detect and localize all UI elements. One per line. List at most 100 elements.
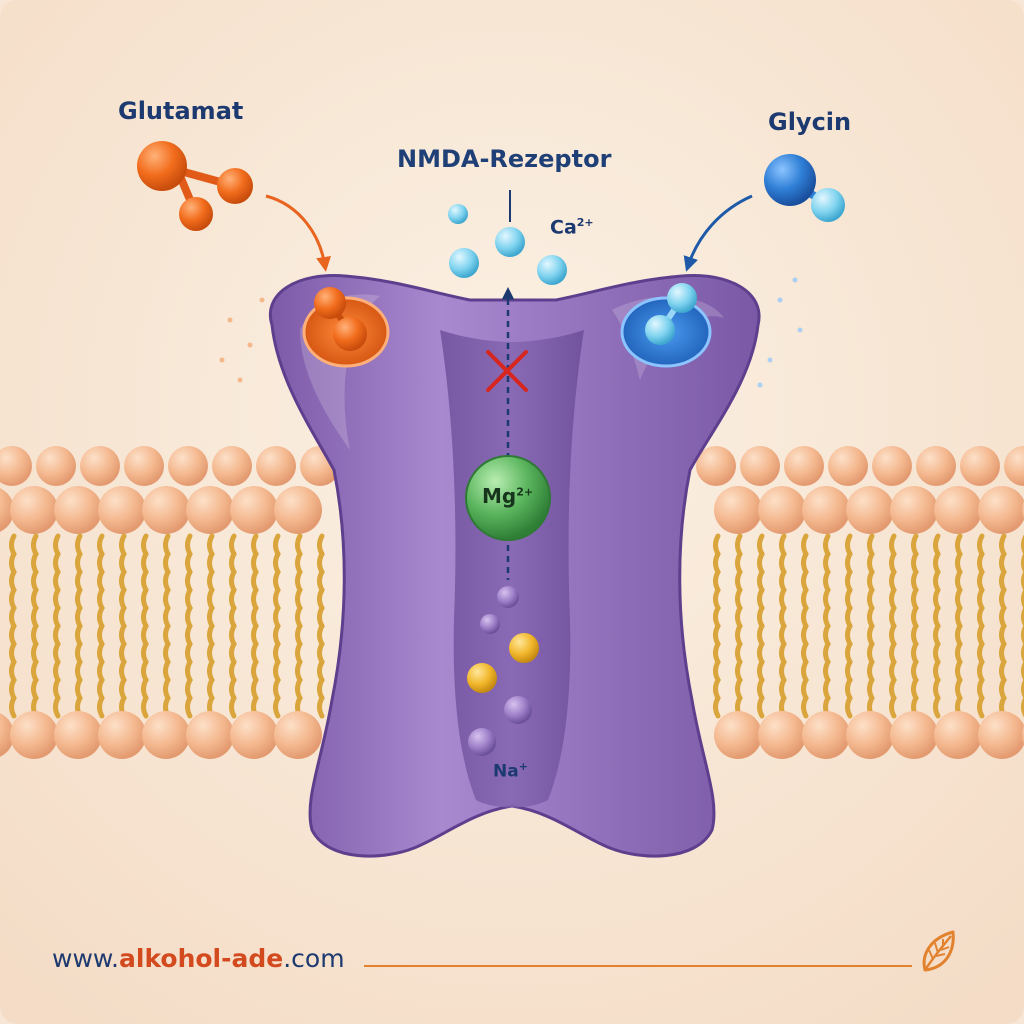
lipid-head [872,446,912,486]
lipid-tail [867,533,875,719]
sparkle-dot [757,382,763,388]
lipid-head [846,486,894,534]
lipid-head [54,711,102,759]
lipid-head [714,711,762,759]
lipid-tail [207,533,215,719]
lipid-head [916,446,956,486]
sodium-charge: + [518,760,528,773]
lipid-head [230,711,278,759]
lipid-head [890,486,938,534]
lipid-tail [163,533,171,719]
sparkle-dot [247,342,253,348]
lipid-head [784,446,824,486]
magnesium-label: Mg2+ [482,484,533,508]
sparkle-dot [777,297,783,303]
lipid-tail [977,533,985,719]
calcium-symbol: Ca [550,216,577,239]
lipid-tail [757,533,765,719]
lipid-tail [801,533,809,719]
sodium-symbol: Na [493,761,519,782]
url-prefix: www. [52,944,119,973]
lipid-tail [31,533,39,719]
calcium-label: Ca2+ [550,216,594,238]
lipid-head [978,486,1024,534]
lipid-head [714,486,762,534]
lipid-tail [97,533,105,719]
lipid-bilayer [0,446,1024,759]
sparkle-dot [219,357,225,363]
lipid-head [758,711,806,759]
sodium-ions [467,586,539,756]
calcium-charge: 2+ [576,216,594,229]
lipid-head [36,446,76,486]
lipid-head [124,446,164,486]
lipid-head [0,713,14,757]
lipid-head [828,446,868,486]
glutamate-binding-arrow [265,194,331,272]
lipid-head [758,486,806,534]
sparkle-dot [237,377,243,383]
glycine-binding-arrow [683,194,753,272]
magnesium-symbol: Mg [482,484,517,508]
lipid-head [10,486,58,534]
bound-glutamate-molecule [314,287,367,351]
lipid-tail [999,533,1007,719]
lipid-tail [273,533,281,719]
calcium-ions [448,204,567,285]
lipid-head [0,488,14,532]
lipid-head [802,711,850,759]
lipid-head [54,486,102,534]
lipid-head [1004,446,1024,486]
lipid-tail [735,533,743,719]
lipid-head [802,486,850,534]
lipid-head [274,486,322,534]
lipid-head [98,711,146,759]
lipid-head [10,711,58,759]
lipid-tail [911,533,919,719]
leaf-icon [922,930,955,972]
lipid-head [142,711,190,759]
magnesium-ion [465,455,551,541]
glycine-label: Glycin [768,108,852,136]
lipid-tail [75,533,83,719]
glycine-molecule [764,154,845,222]
lipid-tail [317,533,325,719]
lipid-head [890,711,938,759]
lipid-head [256,446,296,486]
receptor-channel [440,330,584,808]
lipid-tail [823,533,831,719]
lipid-tail [779,533,787,719]
footer-divider [364,965,912,967]
website-link[interactable]: www.alkohol-ade.com [52,944,345,973]
lipid-head [212,446,252,486]
url-brand: alkohol-ade [119,944,284,973]
lipid-head [960,446,1000,486]
lipid-head [186,486,234,534]
lipid-head [168,446,208,486]
sparkle-dot [767,357,773,363]
glutamate-molecule [137,141,253,231]
lipid-head [274,711,322,759]
sparkle-dot [259,297,265,303]
lipid-tail [955,533,963,719]
lipid-heads [0,446,1024,759]
magnesium-charge: 2+ [516,485,534,499]
lipid-tail [229,533,237,719]
bound-glycine-molecule [645,283,697,345]
lipid-head [740,446,780,486]
sparkle-dot [792,277,798,283]
lipid-tail [889,533,897,719]
lipid-tail [845,533,853,719]
lipid-tail [119,533,127,719]
lipid-tail [9,533,17,719]
lipid-head [142,486,190,534]
lipid-tail [933,533,941,719]
lipid-head [80,446,120,486]
lipid-tail [53,533,61,719]
lipid-head [98,486,146,534]
lipid-head [186,711,234,759]
binding-sparkles [219,277,803,388]
sparkle-dot [227,317,233,323]
lipid-tail [251,533,259,719]
